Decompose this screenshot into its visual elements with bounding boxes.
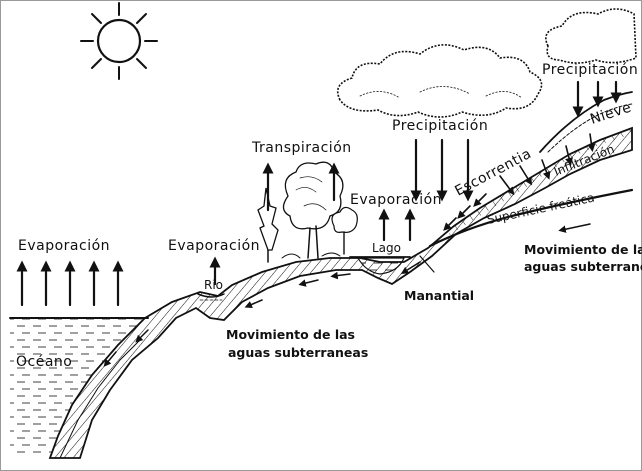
arrow-up-icon xyxy=(384,214,410,240)
tree-icon xyxy=(332,207,357,254)
lake-label: Lago xyxy=(372,241,401,255)
evaporation-lake-label: Evaporación xyxy=(350,192,442,208)
groundwater-center-label-line2: aguas subterraneas xyxy=(228,345,368,360)
sun-icon xyxy=(81,3,157,79)
river-label: Rio xyxy=(204,278,223,292)
snow-label: Nieve xyxy=(588,99,633,127)
ocean-label: Océano xyxy=(16,354,72,370)
groundwater-right-label-line2: aguas subterraneas xyxy=(524,259,642,274)
evaporation-river-label: Evaporación xyxy=(168,238,260,254)
cloud-icon xyxy=(338,45,542,117)
transpiration-label: Transpiración xyxy=(251,140,352,156)
spring-label: Manantial xyxy=(404,288,474,303)
evaporation-ocean-label: Evaporación xyxy=(18,238,110,254)
groundwater-right-label-line1: Movimiento de las xyxy=(524,242,642,257)
precipitation-center-label: Precipitación xyxy=(392,118,488,134)
precipitation-right-label: Precipitación xyxy=(542,62,638,78)
groundwater-center-label-line1: Movimiento de las xyxy=(226,327,355,342)
arrow-up-icon xyxy=(22,266,118,305)
cloud-icon xyxy=(546,9,636,63)
